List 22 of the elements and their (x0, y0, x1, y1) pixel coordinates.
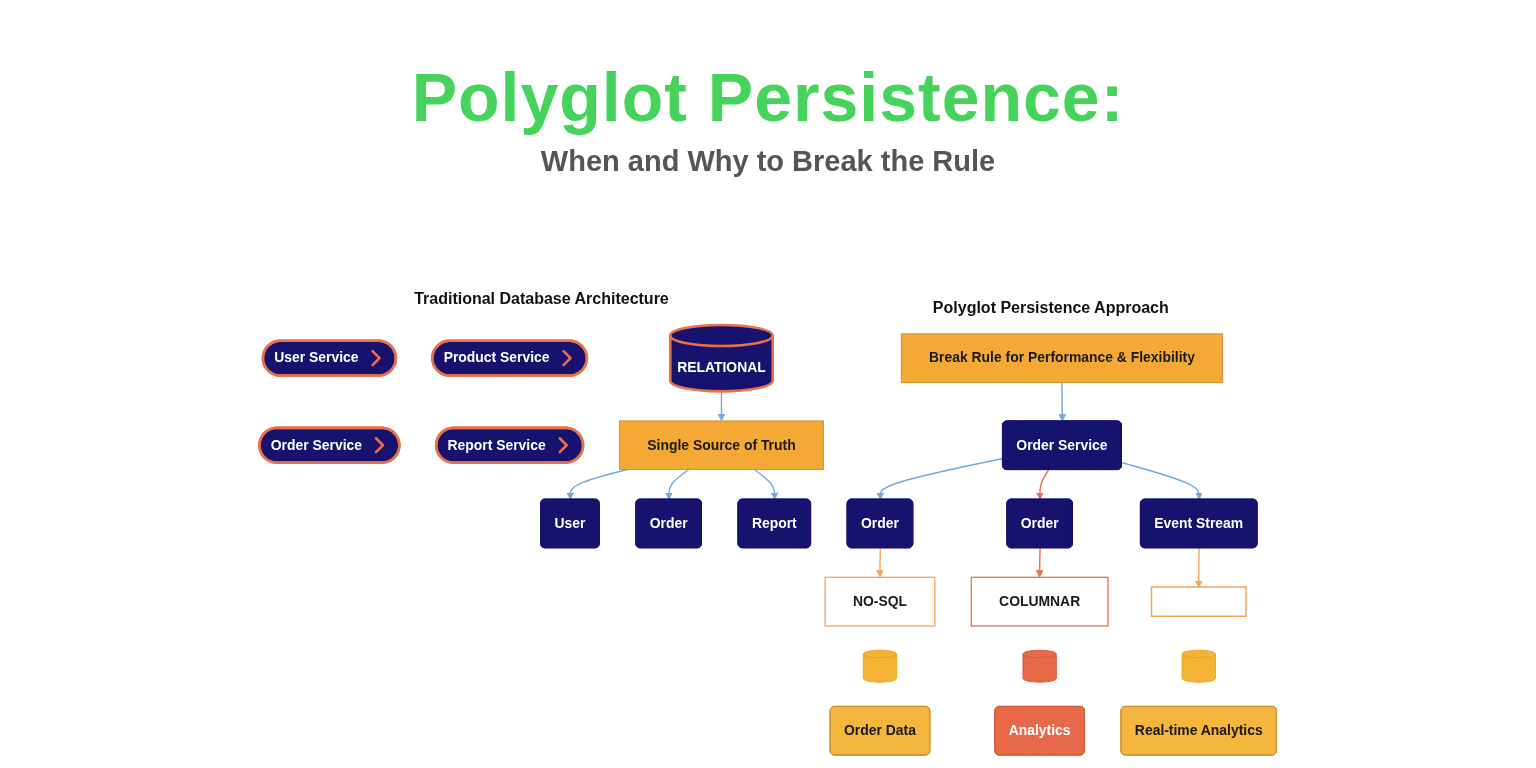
title: Polyglot Persistence: (411, 62, 1125, 134)
node-cylinder (1181, 649, 1216, 683)
arrow (665, 468, 690, 500)
arrow (753, 468, 779, 500)
arrow (1194, 547, 1203, 589)
node-box: COLUMNAR (970, 576, 1109, 627)
node-box: Single Source of Truth (619, 420, 824, 470)
section-heading: Polyglot Persistence Approach (932, 297, 1169, 317)
arrow (876, 547, 884, 578)
section-heading: Traditional Database Architecture (414, 288, 669, 309)
node-box (1150, 586, 1247, 617)
arrow (1036, 469, 1050, 500)
node-cylinder (862, 649, 898, 683)
arrow (1058, 381, 1067, 422)
subtitle: When and Why to Break the Rule (540, 146, 996, 178)
node-cylinder (1022, 649, 1057, 683)
node-box: Break Rule for Performance & Flexibility (900, 333, 1224, 383)
arrow (1035, 547, 1044, 578)
arrow (1121, 462, 1203, 500)
node-box: NO-SQL (824, 576, 936, 627)
arrow (876, 457, 1004, 500)
arrow (717, 390, 726, 422)
